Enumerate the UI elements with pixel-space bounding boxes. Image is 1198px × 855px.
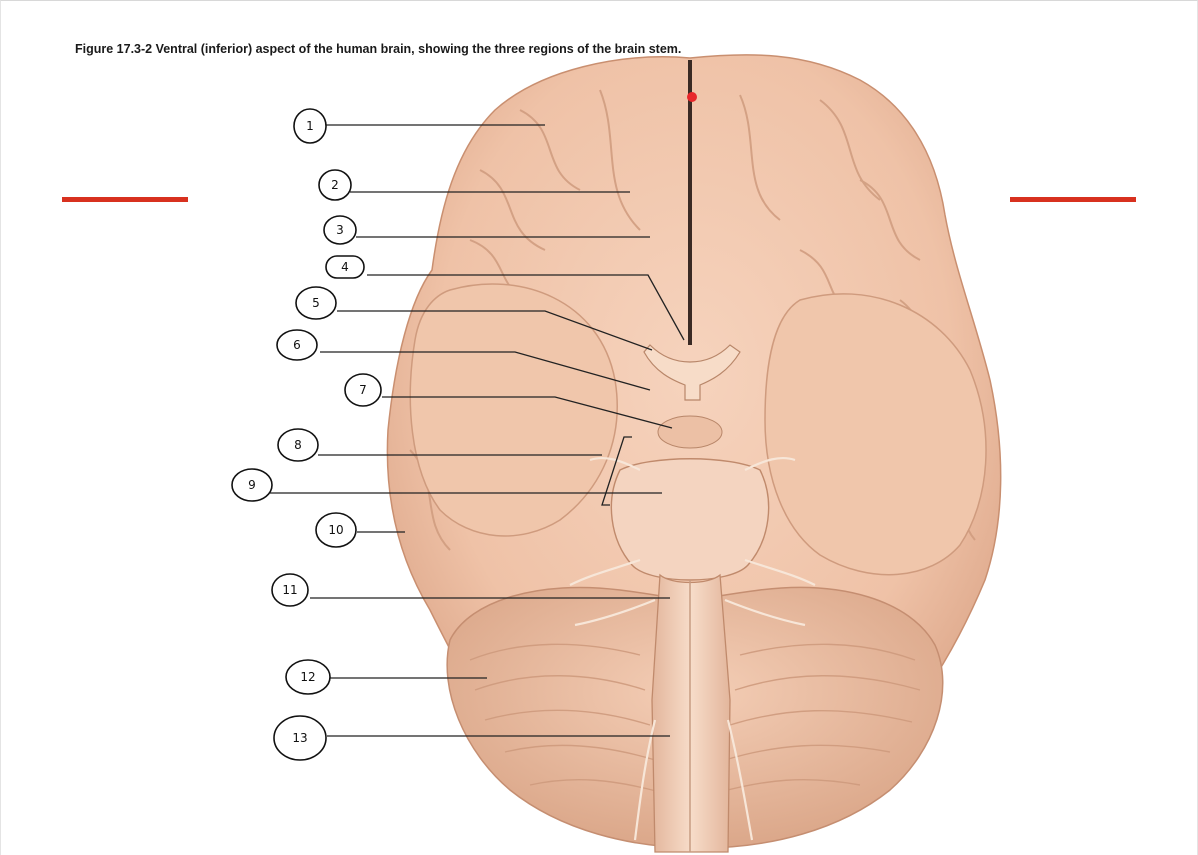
leader-line-5	[337, 310, 653, 351]
marker-4: 4	[325, 255, 365, 279]
left-temporal-lobe	[409, 283, 618, 537]
marker-2-text: 2	[331, 178, 339, 192]
leader-line-bracket	[601, 436, 632, 506]
leader-line-7	[382, 396, 673, 429]
marker-8: 8	[277, 428, 319, 462]
marker-9-text: 9	[248, 478, 256, 492]
marker-6-text: 6	[293, 338, 301, 352]
marker-3: 3	[323, 215, 357, 245]
medulla-oblongata	[651, 573, 731, 853]
marker-8-text: 8	[294, 438, 302, 452]
marker-6: 6	[276, 329, 318, 361]
marker-5: 5	[295, 286, 337, 320]
cerebellar-folia	[469, 643, 921, 793]
marker-12: 12	[285, 659, 331, 695]
marker-9: 9	[231, 468, 273, 502]
cranial-nerves	[569, 456, 816, 841]
marker-13-text: 13	[292, 731, 307, 745]
marker-10: 10	[315, 512, 357, 548]
marker-10-text: 10	[328, 523, 343, 537]
marker-1-text: 1	[306, 119, 314, 133]
mammillary-bodies	[657, 415, 723, 449]
pons	[610, 458, 770, 581]
brain-image	[386, 54, 1002, 853]
leader-lines	[270, 124, 685, 737]
marker-13: 13	[273, 715, 327, 761]
optic-chiasm	[643, 344, 741, 401]
marker-7-text: 7	[359, 383, 367, 397]
leader-line-6	[320, 351, 651, 391]
right-accent-bar	[1010, 197, 1136, 202]
marker-4-text: 4	[341, 260, 349, 274]
leader-line-4	[367, 274, 685, 341]
marker-1: 1	[293, 108, 327, 144]
marker-12-text: 12	[300, 670, 315, 684]
marker-2: 2	[318, 169, 352, 201]
left-accent-bar	[62, 197, 188, 202]
red-marker-dot	[687, 92, 697, 102]
marker-11-text: 11	[282, 583, 297, 597]
marker-7: 7	[344, 373, 382, 407]
marker-3-text: 3	[336, 223, 344, 237]
marker-5-text: 5	[312, 296, 320, 310]
right-temporal-lobe	[764, 293, 987, 576]
figure-caption: Figure 17.3-2 Ventral (inferior) aspect …	[75, 42, 682, 56]
marker-11: 11	[271, 573, 309, 607]
number-markers: 1 2 3 4 5 6 7 8 9 10 11 12 13	[231, 108, 382, 761]
